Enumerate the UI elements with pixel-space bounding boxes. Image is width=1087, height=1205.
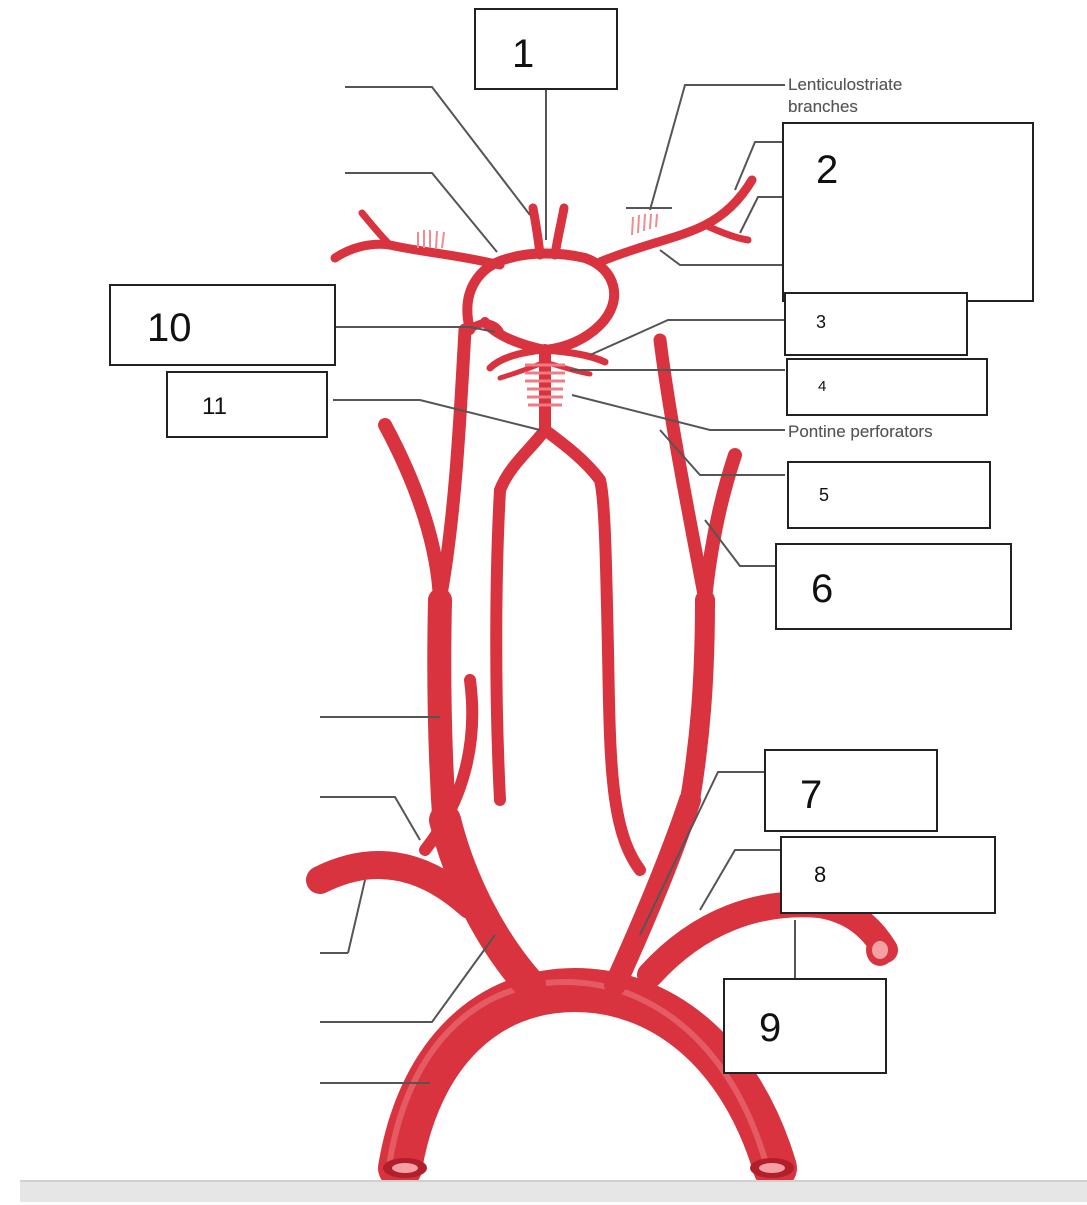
left-subclavian-artery xyxy=(637,891,898,988)
label-box-4[interactable]: 4 xyxy=(786,358,988,416)
anterior-cerebral-artery xyxy=(528,203,545,260)
label-box-1[interactable]: 1 xyxy=(474,8,618,90)
bottom-scrollbar[interactable] xyxy=(20,1180,1087,1202)
left-middle-cerebral-artery xyxy=(595,175,757,267)
circle-of-willis xyxy=(462,248,620,355)
right-common-carotid-artery xyxy=(427,588,457,842)
label-box-6-text: 6 xyxy=(811,567,834,611)
label-box-1-text: 1 xyxy=(512,32,535,76)
right-internal-carotid-artery xyxy=(433,323,472,607)
label-box-10[interactable]: 10 xyxy=(109,284,336,366)
label-box-11-text: 11 xyxy=(202,393,227,420)
label-box-3[interactable]: 3 xyxy=(784,292,968,356)
label-box-7-text: 7 xyxy=(800,773,823,817)
label-box-8-text: 8 xyxy=(814,862,827,887)
label-box-10-text: 10 xyxy=(147,306,192,350)
label-box-6[interactable]: 6 xyxy=(775,543,1012,630)
label-box-5[interactable]: 5 xyxy=(787,461,991,529)
right-middle-cerebral-artery xyxy=(330,239,505,270)
label-box-2[interactable]: 2 xyxy=(782,122,1034,302)
label-box-9-text: 9 xyxy=(759,1006,782,1050)
label-box-11[interactable]: 11 xyxy=(166,371,328,438)
label-box-5-text: 5 xyxy=(819,485,830,505)
right-external-carotid-artery xyxy=(378,418,447,607)
label-box-3-text: 3 xyxy=(816,312,827,332)
posterior-cerebral-artery xyxy=(486,346,549,372)
leader-lines xyxy=(320,84,796,1084)
label-box-2-text: 2 xyxy=(816,148,839,192)
left-common-carotid-artery xyxy=(604,789,701,996)
aortic-arch xyxy=(378,968,797,1190)
lenticulostriate-branches-label: Lenticulostriate branches xyxy=(788,75,903,116)
pontine-perforators-label: Pontine perforators xyxy=(788,422,933,441)
label-box-8[interactable]: 8 xyxy=(780,836,996,914)
right-subclavian-artery xyxy=(306,851,484,919)
left-internal-carotid-artery xyxy=(653,333,712,607)
label-box-4-text: 4 xyxy=(818,378,827,395)
pontine-perforators xyxy=(525,363,565,407)
left-vertebral-artery xyxy=(539,424,646,876)
label-box-7[interactable]: 7 xyxy=(764,749,938,832)
label-box-9[interactable]: 9 xyxy=(723,978,887,1074)
lenticulostriate-branches xyxy=(417,213,658,249)
